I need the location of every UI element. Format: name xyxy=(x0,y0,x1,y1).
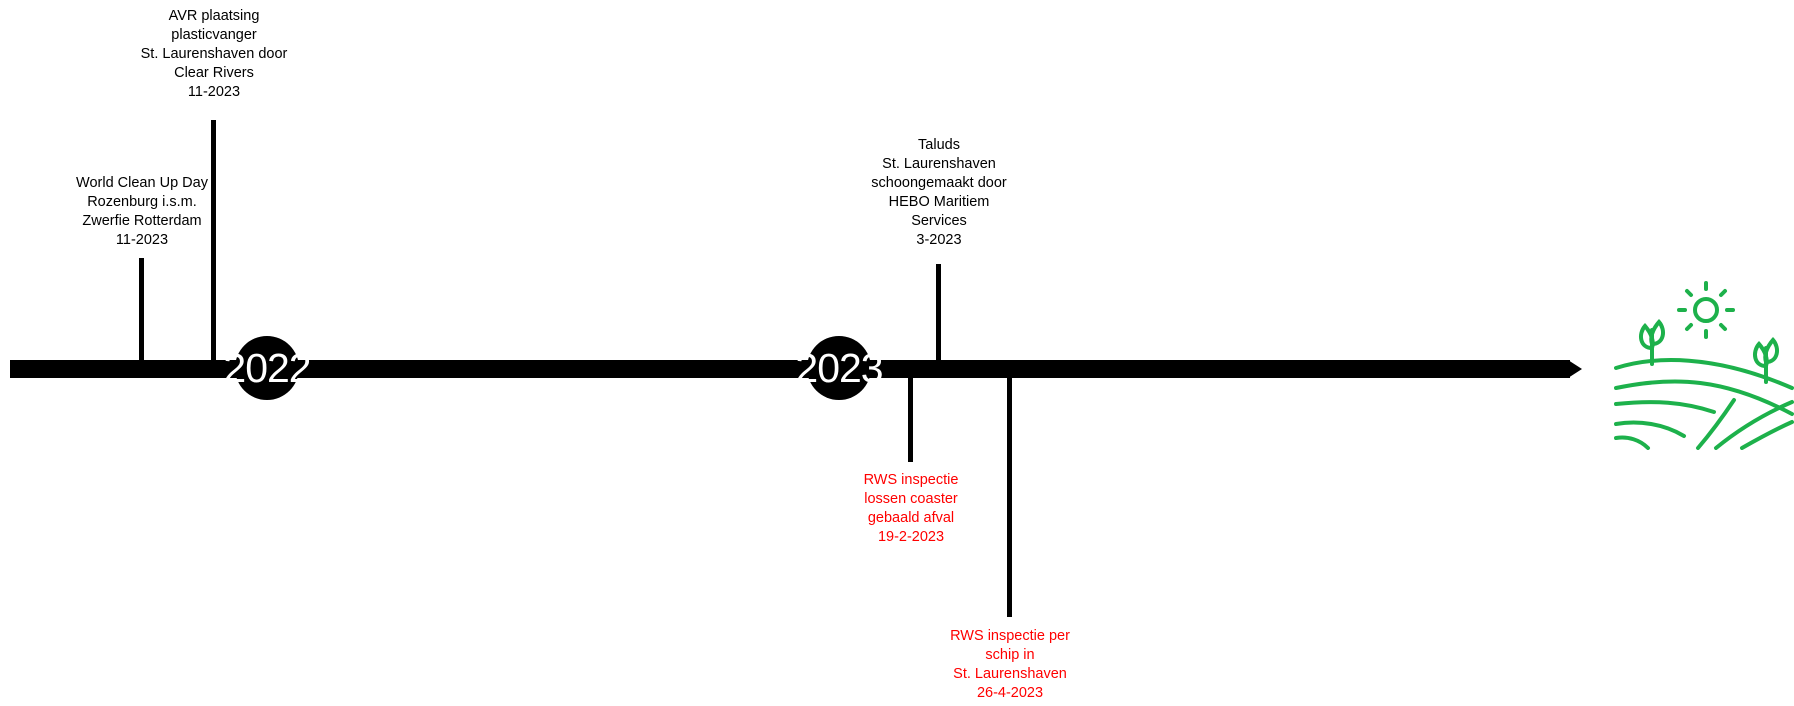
event-tick-avr-plasticvanger xyxy=(211,120,216,362)
event-tick-rws-inspectie-coaster xyxy=(908,376,913,462)
year-marker-2022: 2022 xyxy=(223,336,312,400)
event-label-world-clean-up-day: World Clean Up Day Rozenburg i.s.m. Zwer… xyxy=(76,175,208,248)
event-tick-taluds xyxy=(936,264,941,362)
farm-landscape-sun-icon xyxy=(1614,278,1794,455)
event-label-rws-inspectie-coaster: RWS inspectie lossen coaster gebaald afv… xyxy=(863,472,959,545)
event-tick-rws-inspectie-schip xyxy=(1007,376,1012,617)
event-label-taluds: Taluds St. Laurenshaven schoongemaakt do… xyxy=(871,137,1007,248)
event-tick-world-clean-up-day xyxy=(139,258,144,362)
year-label-2023: 2023 xyxy=(795,344,883,391)
year-label-2022: 2022 xyxy=(223,344,311,391)
event-label-rws-inspectie-schip: RWS inspectie per schip in St. Laurensha… xyxy=(950,628,1070,701)
event-label-avr-plasticvanger: AVR plaatsing plasticvanger St. Laurensh… xyxy=(140,8,288,100)
timeline-arrowhead xyxy=(1568,360,1582,378)
year-marker-2023: 2023 xyxy=(795,336,884,400)
timeline-axis xyxy=(10,360,1570,378)
